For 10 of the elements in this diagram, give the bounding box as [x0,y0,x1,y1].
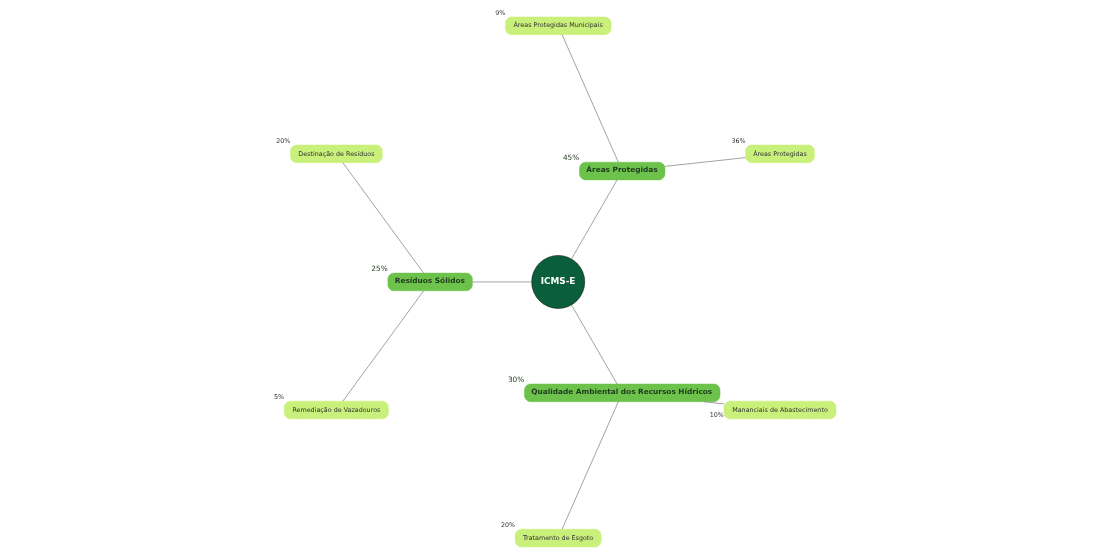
connector [342,162,424,274]
connector [561,34,619,163]
connector [472,281,532,283]
connector [561,401,619,530]
connector [342,290,424,402]
connector [571,304,618,385]
node-circle: ICMS-E [531,255,585,309]
connector [664,157,746,167]
connector [703,401,725,405]
connector [571,179,618,260]
